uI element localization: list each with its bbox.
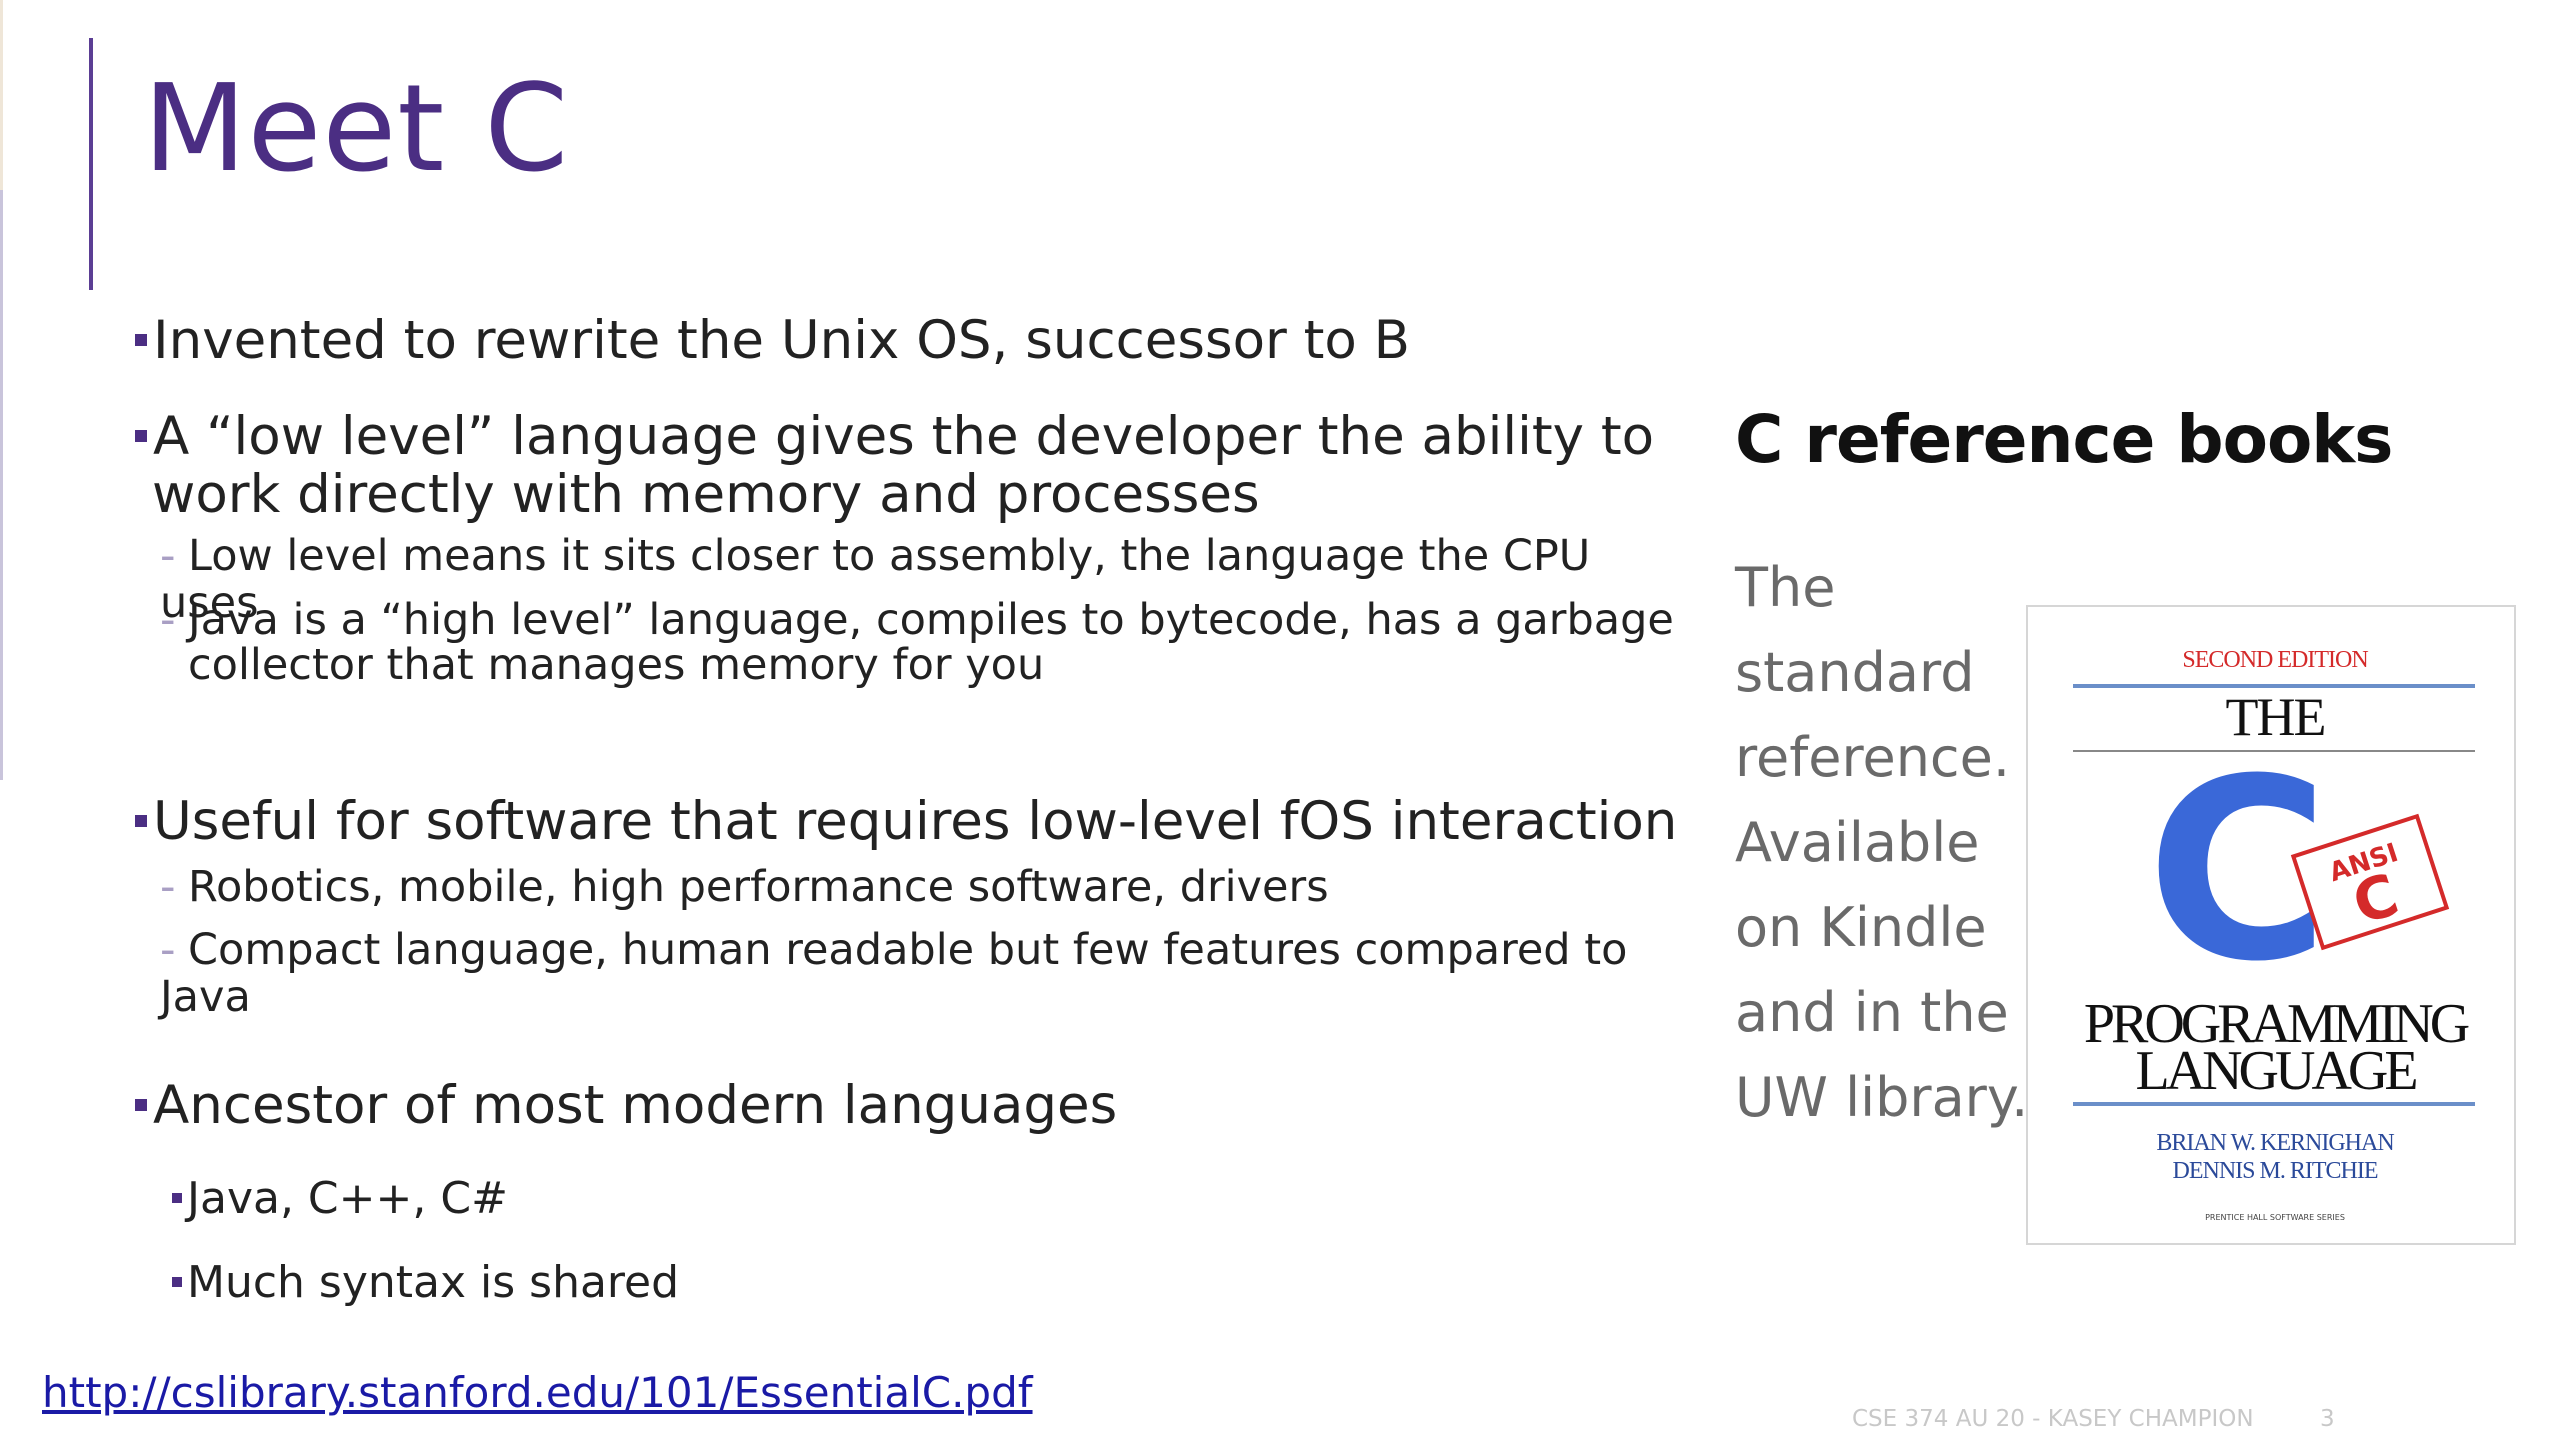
ansi-stamp: ANSI C xyxy=(2290,813,2450,951)
ansi-stamp-border xyxy=(2290,813,2450,951)
sub-bullet-item: Java, C++, C# xyxy=(172,1174,1472,1224)
sub-bullet-text: Java, C++, C# xyxy=(187,1173,508,1224)
sub-bullet-item: -Java is a “high level” language, compil… xyxy=(160,595,1700,690)
bullet-text: Useful for software that requires low-le… xyxy=(153,791,1678,852)
sub-bullet-text: Compact language, human readable but few… xyxy=(160,925,1628,1022)
bullet-square-icon xyxy=(135,1099,147,1111)
reference-text: The standard reference. Available on Kin… xyxy=(1735,556,2029,1129)
book-author1: BRIAN W. KERNIGHAN xyxy=(2156,1130,2394,1156)
page-number: 3 xyxy=(2320,1406,2335,1432)
book-edition-text: SECOND EDITION xyxy=(2182,647,2368,673)
sub-bullet-item: -Robotics, mobile, high performance soft… xyxy=(160,864,1700,911)
sub-bullet-text: Much syntax is shared xyxy=(187,1257,680,1308)
bullet-square-icon xyxy=(135,815,147,827)
dash-icon: - xyxy=(160,862,176,912)
slide-title: Meet C xyxy=(143,60,570,199)
book-cover-image: SECOND EDITION THE C ANSI C PROGRAMMING … xyxy=(2026,605,2516,1245)
sub-bullet-text: Low level means it sits closer to assemb… xyxy=(160,531,1591,628)
bullet-item: Ancestor of most modern languages xyxy=(135,1077,1695,1135)
book-cover-graphic: SECOND EDITION THE C ANSI C PROGRAMMING … xyxy=(2073,647,2475,1222)
book-the-text: THE xyxy=(2226,687,2325,747)
slide-footer: CSE 374 AU 20 - KASEY CHAMPION xyxy=(1852,1406,2254,1432)
bullet-item: Invented to rewrite the Unix OS, success… xyxy=(135,312,1695,370)
bullet-text: Invented to rewrite the Unix OS, success… xyxy=(153,310,1411,371)
book-rule xyxy=(2073,750,2475,752)
book-series-text: PRENTICE HALL SOFTWARE SERIES xyxy=(2205,1213,2345,1222)
bullet-text: A “low level” language gives the develop… xyxy=(153,406,1655,467)
sub-bullet-text: Java is a “high level” language, compile… xyxy=(188,595,1674,645)
left-edge-strip xyxy=(0,0,3,190)
bullet-item: A “low level” language gives the develop… xyxy=(135,408,1695,524)
title-accent-bar xyxy=(89,38,93,290)
dash-icon: - xyxy=(160,925,176,975)
bullet-square-icon xyxy=(135,430,147,442)
book-rule xyxy=(2073,684,2475,688)
sub-bullet-text-continuation: collector that manages memory for you xyxy=(188,640,1045,690)
dash-icon: - xyxy=(160,595,176,645)
sub-bullet-item: -Low level means it sits closer to assem… xyxy=(160,533,1700,627)
sub-bullet-item: -Compact language, human readable but fe… xyxy=(160,927,1700,1021)
book-rule xyxy=(2073,1102,2475,1106)
bullet-square-icon xyxy=(135,334,147,346)
book-author2: DENNIS M. RITCHIE xyxy=(2173,1158,2378,1184)
dash-icon: - xyxy=(160,531,176,581)
bullet-item: Useful for software that requires low-le… xyxy=(135,793,1695,851)
bullet-square-icon xyxy=(172,1193,182,1203)
essential-c-link[interactable]: http://cslibrary.stanford.edu/101/Essent… xyxy=(42,1368,1033,1417)
bullet-text-continuation: work directly with memory and processes xyxy=(152,464,1260,525)
sub-bullet-item: Much syntax is shared xyxy=(172,1258,1472,1308)
bullet-square-icon xyxy=(172,1277,182,1287)
left-edge-strip xyxy=(0,190,3,780)
book-title-line1: PROGRAMMING xyxy=(2084,993,2469,1055)
sub-bullet-text: Robotics, mobile, high performance softw… xyxy=(188,862,1329,912)
book-title-line2: LANGUAGE xyxy=(2135,1040,2416,1102)
bullet-text: Ancestor of most modern languages xyxy=(153,1075,1118,1136)
reference-heading: C reference books xyxy=(1735,401,2393,478)
